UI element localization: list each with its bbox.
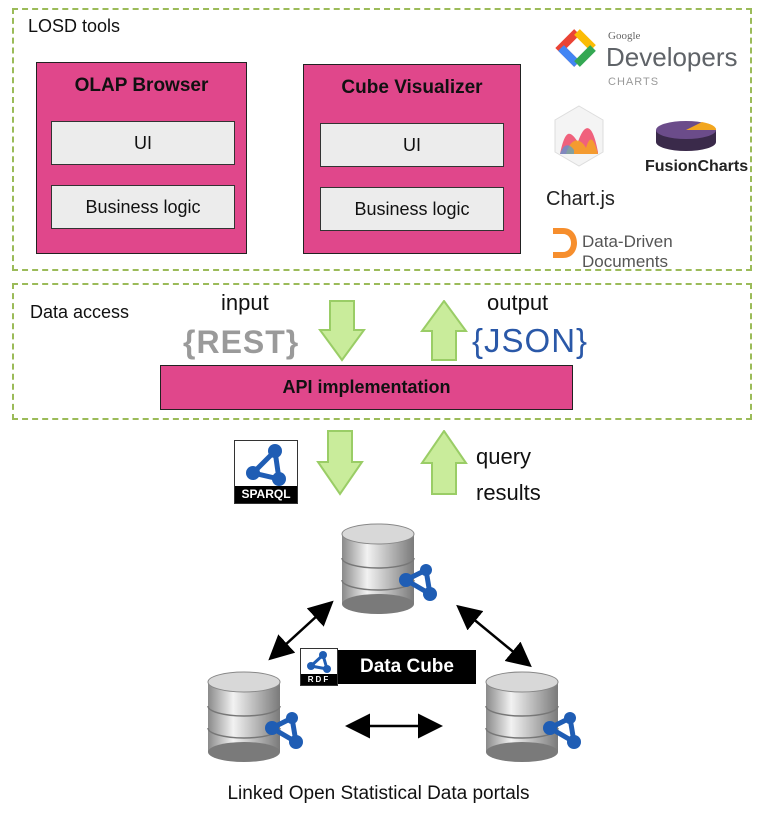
olap-business-logic-box: Business logic [51,185,235,229]
rdf-logo: RDF [300,648,338,686]
portals-caption: Linked Open Statistical Data portals [227,783,530,804]
fusioncharts-label: FusionCharts [645,158,749,175]
data-access-region [12,283,752,420]
chartjs-label: Chart.js [546,188,615,210]
input-label: input [221,290,269,315]
losd-tools-label: LOSD tools [28,16,121,36]
cube-visualizer-box: Cube Visualizer UI Business logic [303,64,521,254]
database-right-icon [485,671,581,762]
rdf-label: RDF [301,674,337,685]
cube-ui-box: UI [320,123,504,167]
chartjs-icon [554,105,604,167]
sparql-graph-icon [246,444,286,486]
olap-ui-box: UI [51,121,235,165]
json-logo: {JSON} [472,322,589,359]
fusioncharts-icon [656,121,717,151]
losd-tools-region [12,8,752,271]
query-label: query [476,444,532,469]
d3-label: Data-Driven Documents [582,232,673,271]
olap-browser-title: OLAP Browser [74,75,209,96]
sparql-logo: SPARQL [234,440,298,504]
rest-logo: {REST} [183,324,300,360]
input-arrow-down [318,300,366,362]
cube-visualizer-title: Cube Visualizer [341,77,483,98]
api-implementation-box: API implementation [160,365,573,410]
data-cube-label: Data Cube [338,650,476,684]
olap-browser-box: OLAP Browser UI Business logic [36,62,247,254]
google-developers-label: Developers [606,42,738,72]
output-arrow-up [420,300,468,361]
output-label: output [487,290,549,315]
rdf-graph-icon [307,651,331,673]
d3-icon [553,228,577,258]
data-access-label: Data access [30,302,130,322]
results-label: results [476,480,541,505]
sparql-label: SPARQL [235,486,297,503]
google-charts-label: CHARTS [608,76,660,88]
connector-top-left [268,600,334,661]
google-charts-icon [555,29,596,67]
google-small-label: Google [608,30,641,42]
connector-top-right [456,604,532,668]
cube-business-logic-box: Business logic [320,187,504,231]
query-arrow-down [316,430,364,496]
database-top-icon [341,523,437,614]
results-arrow-up [420,430,468,495]
database-left-icon [207,671,303,762]
